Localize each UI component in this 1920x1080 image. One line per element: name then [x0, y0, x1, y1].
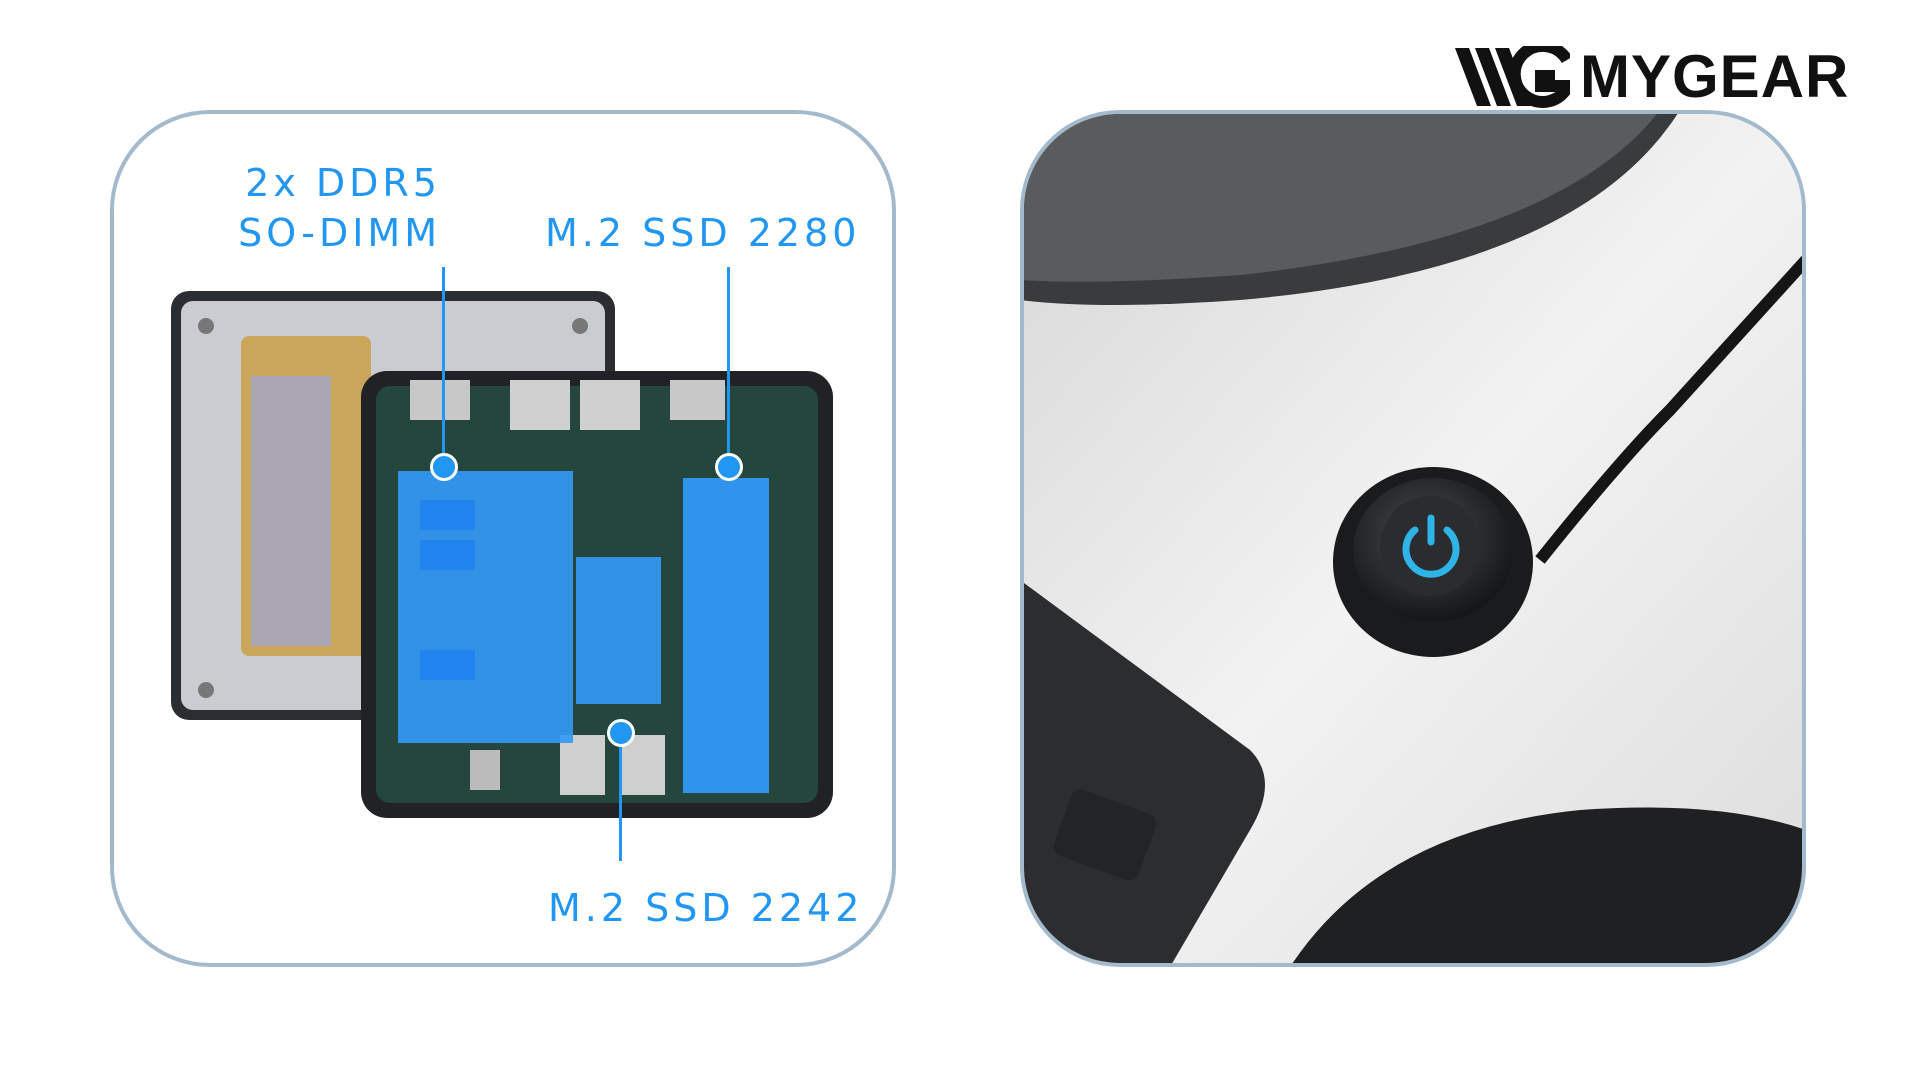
ssd-2242-callout-dot [607, 719, 635, 747]
m2-2242-module [576, 557, 661, 704]
power-icon [1402, 514, 1460, 578]
ssd-2242-callout-line [619, 734, 622, 861]
mini-pc-internals-illustration [171, 291, 833, 818]
brand-name: MYGEAR [1580, 43, 1850, 110]
mouse [1292, 807, 1802, 963]
ssd-2280-callout-line [727, 267, 730, 467]
ddr5-callout-line [442, 267, 445, 467]
internals-panel: 2x DDR5 SO-DIMM M.2 SSD 2280 M.2 SSD 224… [110, 110, 896, 967]
power-button-photo-panel [1020, 110, 1806, 967]
m2-2280-module [683, 478, 769, 793]
brand-logo: MYGEAR [1455, 46, 1849, 108]
ddr5-label-line1: 2x DDR5 [245, 161, 441, 205]
ssd-2242-label: M.2 SSD 2242 [548, 886, 864, 930]
mygear-logo-icon [1455, 46, 1570, 108]
ddr5-callout-dot [430, 453, 458, 481]
power-button-photo [1024, 114, 1802, 963]
ssd-2280-callout-dot [715, 453, 743, 481]
ssd-2280-label: M.2 SSD 2280 [545, 211, 861, 255]
keyboard [1024, 582, 1265, 963]
ddr5-label-line2: SO-DIMM [238, 211, 441, 255]
